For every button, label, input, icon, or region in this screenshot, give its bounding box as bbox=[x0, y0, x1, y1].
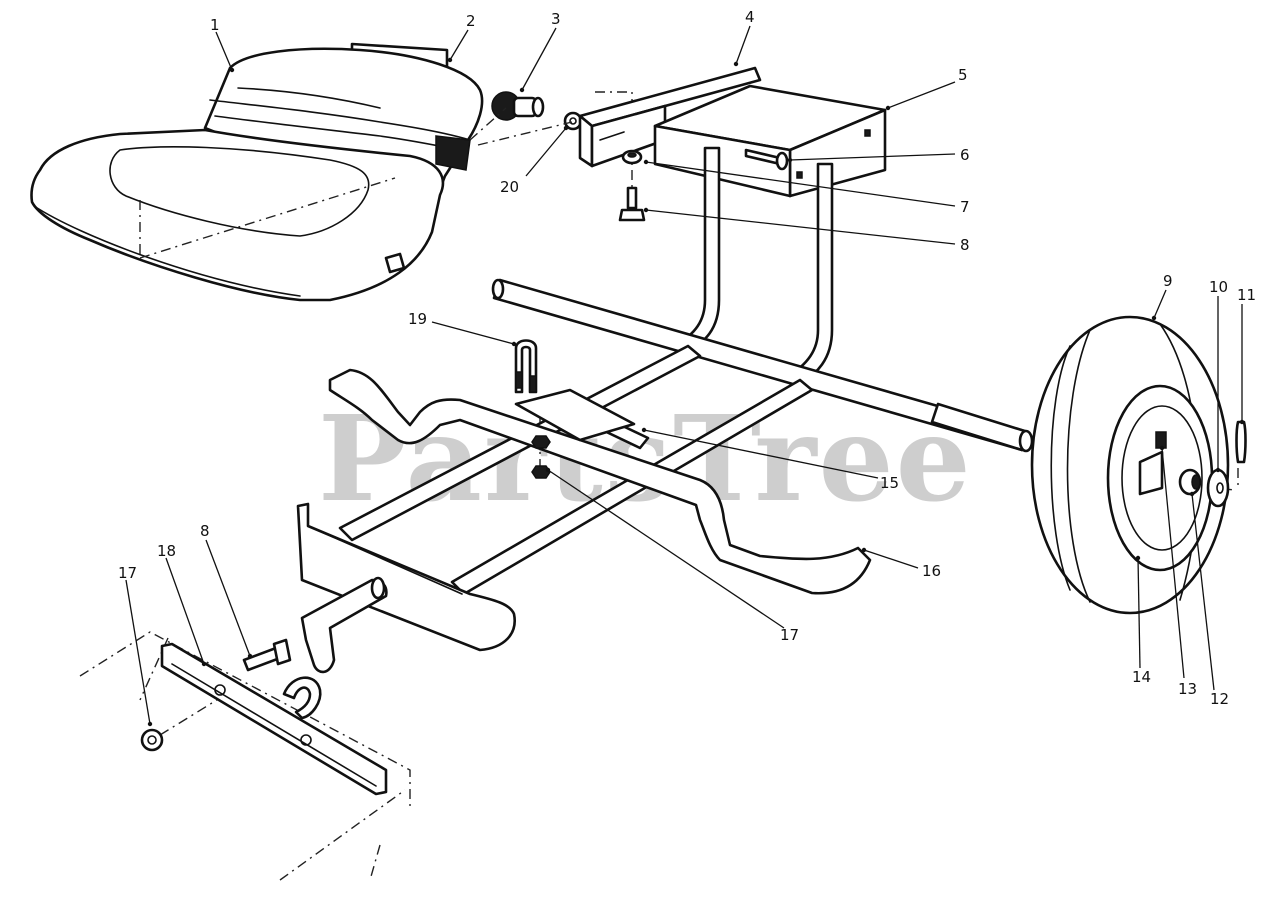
callout-11: 11 bbox=[1237, 286, 1256, 304]
callout-19: 19 bbox=[408, 310, 427, 328]
nut-part-17 bbox=[531, 435, 551, 479]
seat-part bbox=[30, 47, 484, 302]
bolt-part-8-lower bbox=[242, 638, 292, 672]
hub-part bbox=[1138, 450, 1202, 496]
u-bolt-part bbox=[514, 339, 538, 394]
callout-13: 13 bbox=[1178, 680, 1197, 698]
frame-part bbox=[296, 146, 1034, 674]
callout-3: 3 bbox=[551, 10, 561, 28]
callout-15: 15 bbox=[880, 474, 899, 492]
callout-12: 12 bbox=[1210, 690, 1229, 708]
callout-8-lower: 8 bbox=[200, 522, 210, 540]
callout-labels: 1 2 3 4 5 6 7 8 9 10 11 12 13 14 15 16 1… bbox=[118, 8, 1256, 708]
bracket-part bbox=[578, 66, 762, 168]
leader-lines bbox=[125, 25, 1245, 727]
callout-20: 20 bbox=[500, 178, 519, 196]
callout-1: 1 bbox=[210, 16, 220, 34]
callout-6: 6 bbox=[960, 146, 970, 164]
callout-9: 9 bbox=[1163, 272, 1173, 290]
callout-4: 4 bbox=[745, 8, 755, 26]
bolt-part-8 bbox=[618, 186, 646, 222]
seat-support-part bbox=[653, 84, 887, 198]
knob-part bbox=[491, 91, 545, 121]
callout-10: 10 bbox=[1209, 278, 1228, 296]
callout-18: 18 bbox=[157, 542, 176, 560]
callout-8-upper: 8 bbox=[960, 236, 970, 254]
nut-part-17-lower bbox=[140, 728, 164, 752]
callout-17-lower: 17 bbox=[118, 564, 137, 582]
hitch-bracket-part bbox=[79, 631, 411, 881]
callout-5: 5 bbox=[958, 66, 968, 84]
callout-16: 16 bbox=[922, 562, 941, 580]
callout-17-center: 17 bbox=[780, 626, 799, 644]
callout-2: 2 bbox=[466, 12, 476, 30]
grease-fitting-part bbox=[1155, 431, 1167, 449]
washer-part-10 bbox=[1206, 468, 1230, 508]
callout-7: 7 bbox=[960, 198, 970, 216]
cotter-pin-part bbox=[1235, 420, 1247, 464]
callout-14: 14 bbox=[1132, 668, 1151, 686]
wheel-part bbox=[1030, 315, 1230, 615]
bolt-part-6 bbox=[744, 148, 789, 171]
washer-part-7 bbox=[621, 149, 643, 165]
